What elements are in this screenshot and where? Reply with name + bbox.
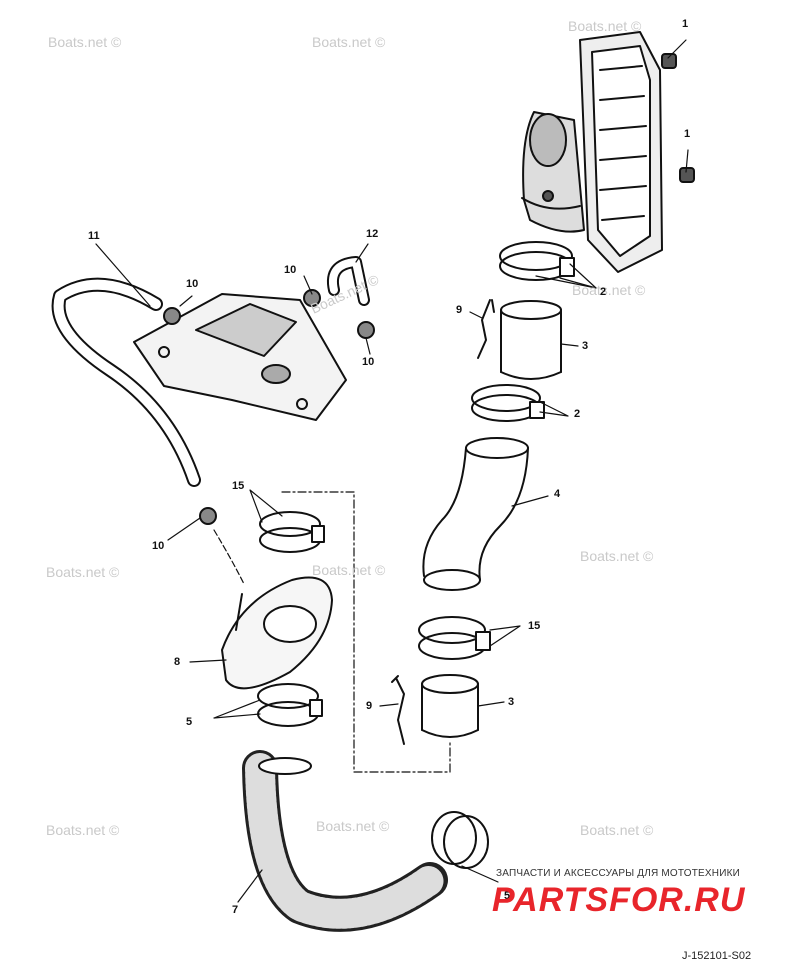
watermark: Boats.net © xyxy=(580,548,654,564)
watermark: Boats.net © xyxy=(48,34,122,50)
leader-lines xyxy=(95,39,689,903)
callout-3-lower: 3 xyxy=(508,696,515,708)
callout-12: 12 xyxy=(366,228,379,240)
small-clamp-a xyxy=(163,307,181,325)
watermark: Boats.net © xyxy=(46,564,120,580)
watermark: Boats.net © xyxy=(46,822,120,838)
callout-2-lower: 2 xyxy=(574,408,581,420)
callout-10-d: 10 xyxy=(152,540,165,552)
hose-clamp-middle xyxy=(257,683,323,727)
hose-clamp-upper-b xyxy=(471,384,545,422)
exhaust-elbow xyxy=(521,31,663,273)
rubber-sleeve-lower xyxy=(421,674,479,738)
small-clamp-b xyxy=(303,289,321,307)
callout-15-right: 15 xyxy=(528,620,541,632)
callout-8: 8 xyxy=(174,656,181,668)
callout-1-upper: 1 xyxy=(682,18,689,30)
callout-9-lower: 9 xyxy=(366,700,373,712)
callout-7: 7 xyxy=(232,904,239,916)
stud-upper xyxy=(661,53,677,69)
small-clamp-d xyxy=(199,507,217,525)
rubber-sleeve-upper xyxy=(500,300,562,380)
stud-lower xyxy=(679,167,695,183)
callout-3-upper: 3 xyxy=(582,340,589,352)
assembly-path xyxy=(281,491,451,773)
spring-clip-lower xyxy=(391,675,405,745)
callout-9-upper: 9 xyxy=(456,304,463,316)
hose-clamp-left xyxy=(259,511,325,553)
watermark: Boats.net © xyxy=(312,34,386,50)
watermark: Boats.net © xyxy=(572,282,646,298)
small-clamp-c xyxy=(357,321,375,339)
callout-11: 11 xyxy=(88,230,100,242)
exhaust-pipe-bent xyxy=(422,437,529,591)
callout-10-c: 10 xyxy=(362,356,375,368)
callout-5-bottom: 5 xyxy=(504,890,511,902)
watermark: Boats.net © xyxy=(568,18,642,34)
hose-clamp-upper-a xyxy=(499,241,575,281)
watermark: Boats.net © xyxy=(316,818,390,834)
mounting-flange xyxy=(221,576,333,690)
brand-logo: PARTSFOR.RU xyxy=(492,881,746,919)
callout-2-upper: 2 xyxy=(600,286,607,298)
watermark: Boats.net © xyxy=(312,562,386,578)
corrugated-hose xyxy=(242,750,448,932)
callout-15-left: 15 xyxy=(232,480,245,492)
hose-clamp-right xyxy=(418,616,491,660)
watermark: Boats.net © xyxy=(580,822,654,838)
callout-1-lower: 1 xyxy=(684,128,691,140)
callout-4: 4 xyxy=(554,488,561,500)
brand-tagline: ЗАПЧАСТИ И АКСЕССУАРЫ ДЛЯ МОТОТЕХНИКИ xyxy=(496,868,741,879)
callout-10-a: 10 xyxy=(186,278,199,290)
assembly-path-2 xyxy=(213,529,245,585)
diagram-code: J-152101-S02 xyxy=(682,950,752,962)
callout-10-b: 10 xyxy=(284,264,297,276)
callout-5-middle: 5 xyxy=(186,716,193,728)
spring-clip-upper xyxy=(477,299,495,359)
cover-plate xyxy=(133,293,347,421)
hose-clamp-bottom xyxy=(431,811,489,869)
